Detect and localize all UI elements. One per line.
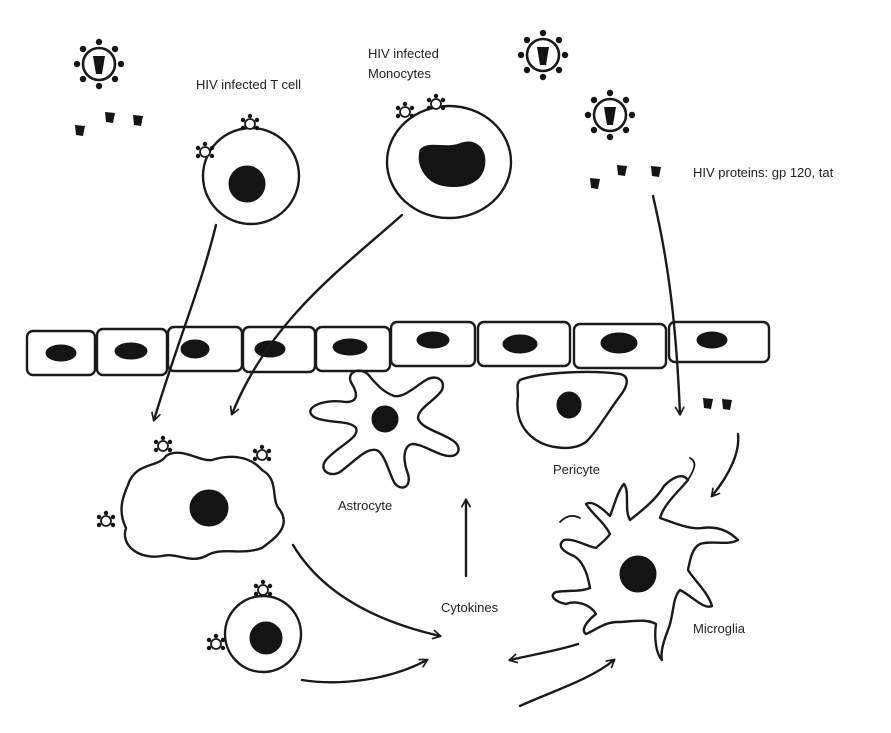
label-t-cell: HIV infected T cell xyxy=(196,77,301,92)
label-astrocyte: Astrocyte xyxy=(338,498,392,513)
hiv-protein-icon xyxy=(75,112,143,136)
endothelial-cell-layer xyxy=(27,322,769,375)
arrow-icon xyxy=(302,660,427,682)
arrow-icon xyxy=(510,644,578,660)
astrocyte xyxy=(310,371,458,488)
label-cytokines: Cytokines xyxy=(441,600,499,615)
infected-t-cell-bottom xyxy=(207,580,301,672)
pericyte xyxy=(517,372,626,448)
arrow-icon xyxy=(653,196,680,414)
label-pericyte: Pericyte xyxy=(553,462,600,477)
arrow-icon xyxy=(154,225,216,420)
hiv-virion-icon xyxy=(518,30,568,80)
hiv-protein-icon xyxy=(590,165,661,189)
infected-monocyte xyxy=(387,94,511,218)
infected-t-cell xyxy=(196,114,299,224)
label-monocytes-1: HIV infected xyxy=(368,46,439,61)
hiv-virion-icon xyxy=(585,90,635,140)
label-monocytes-2: Monocytes xyxy=(368,66,431,81)
hiv-virion-icon xyxy=(74,39,124,89)
infiltrated-infected-cell xyxy=(97,436,284,559)
label-hiv-proteins: HIV proteins: gp 120, tat xyxy=(693,165,834,180)
arrow-icon xyxy=(520,660,614,706)
arrow-icon xyxy=(712,434,738,496)
hiv-protein-icon xyxy=(703,398,732,410)
label-microglia: Microglia xyxy=(693,621,746,636)
arrow-icon xyxy=(293,545,440,636)
